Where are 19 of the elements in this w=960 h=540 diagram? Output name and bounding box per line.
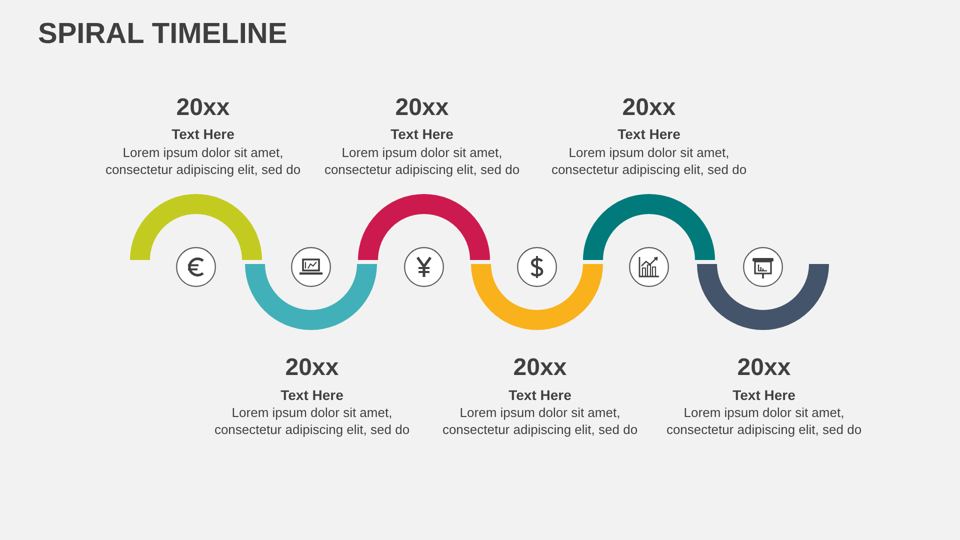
- description-text: Lorem ipsum dolor sit amet, consectetur adipiscing elit, sed do: [441, 404, 639, 438]
- description-text: Lorem ipsum dolor sit amet, consectetur adipiscing elit, sed do: [665, 404, 863, 438]
- year-label: 20xx: [737, 354, 791, 382]
- description-text: Lorem ipsum dolor sit amet, consectetur adipiscing elit, sed do: [104, 144, 302, 178]
- milestone-heading: Text Here: [172, 125, 234, 143]
- milestone-heading: Text Here: [732, 386, 796, 404]
- year-label: 20xx: [622, 94, 676, 122]
- year-label: 20xx: [395, 94, 449, 122]
- year-label: 20xx: [513, 354, 567, 382]
- milestone-heading: Text Here: [390, 125, 454, 143]
- milestone-heading: Text Here: [280, 386, 344, 404]
- description-text: Lorem ipsum dolor sit amet, consectetur adipiscing elit, sed do: [550, 144, 748, 178]
- year-label: 20xx: [176, 94, 230, 122]
- year-label: 20xx: [285, 354, 339, 382]
- description-text: Lorem ipsum dolor sit amet, consectetur adipiscing elit, sed do: [323, 144, 521, 178]
- milestone-heading: Text Here: [508, 386, 572, 404]
- milestone-heading: Text Here: [618, 125, 680, 143]
- slide-title: SPIRAL TIMELINE: [38, 17, 288, 52]
- description-text: Lorem ipsum dolor sit amet, consectetur adipiscing elit, sed do: [213, 404, 411, 438]
